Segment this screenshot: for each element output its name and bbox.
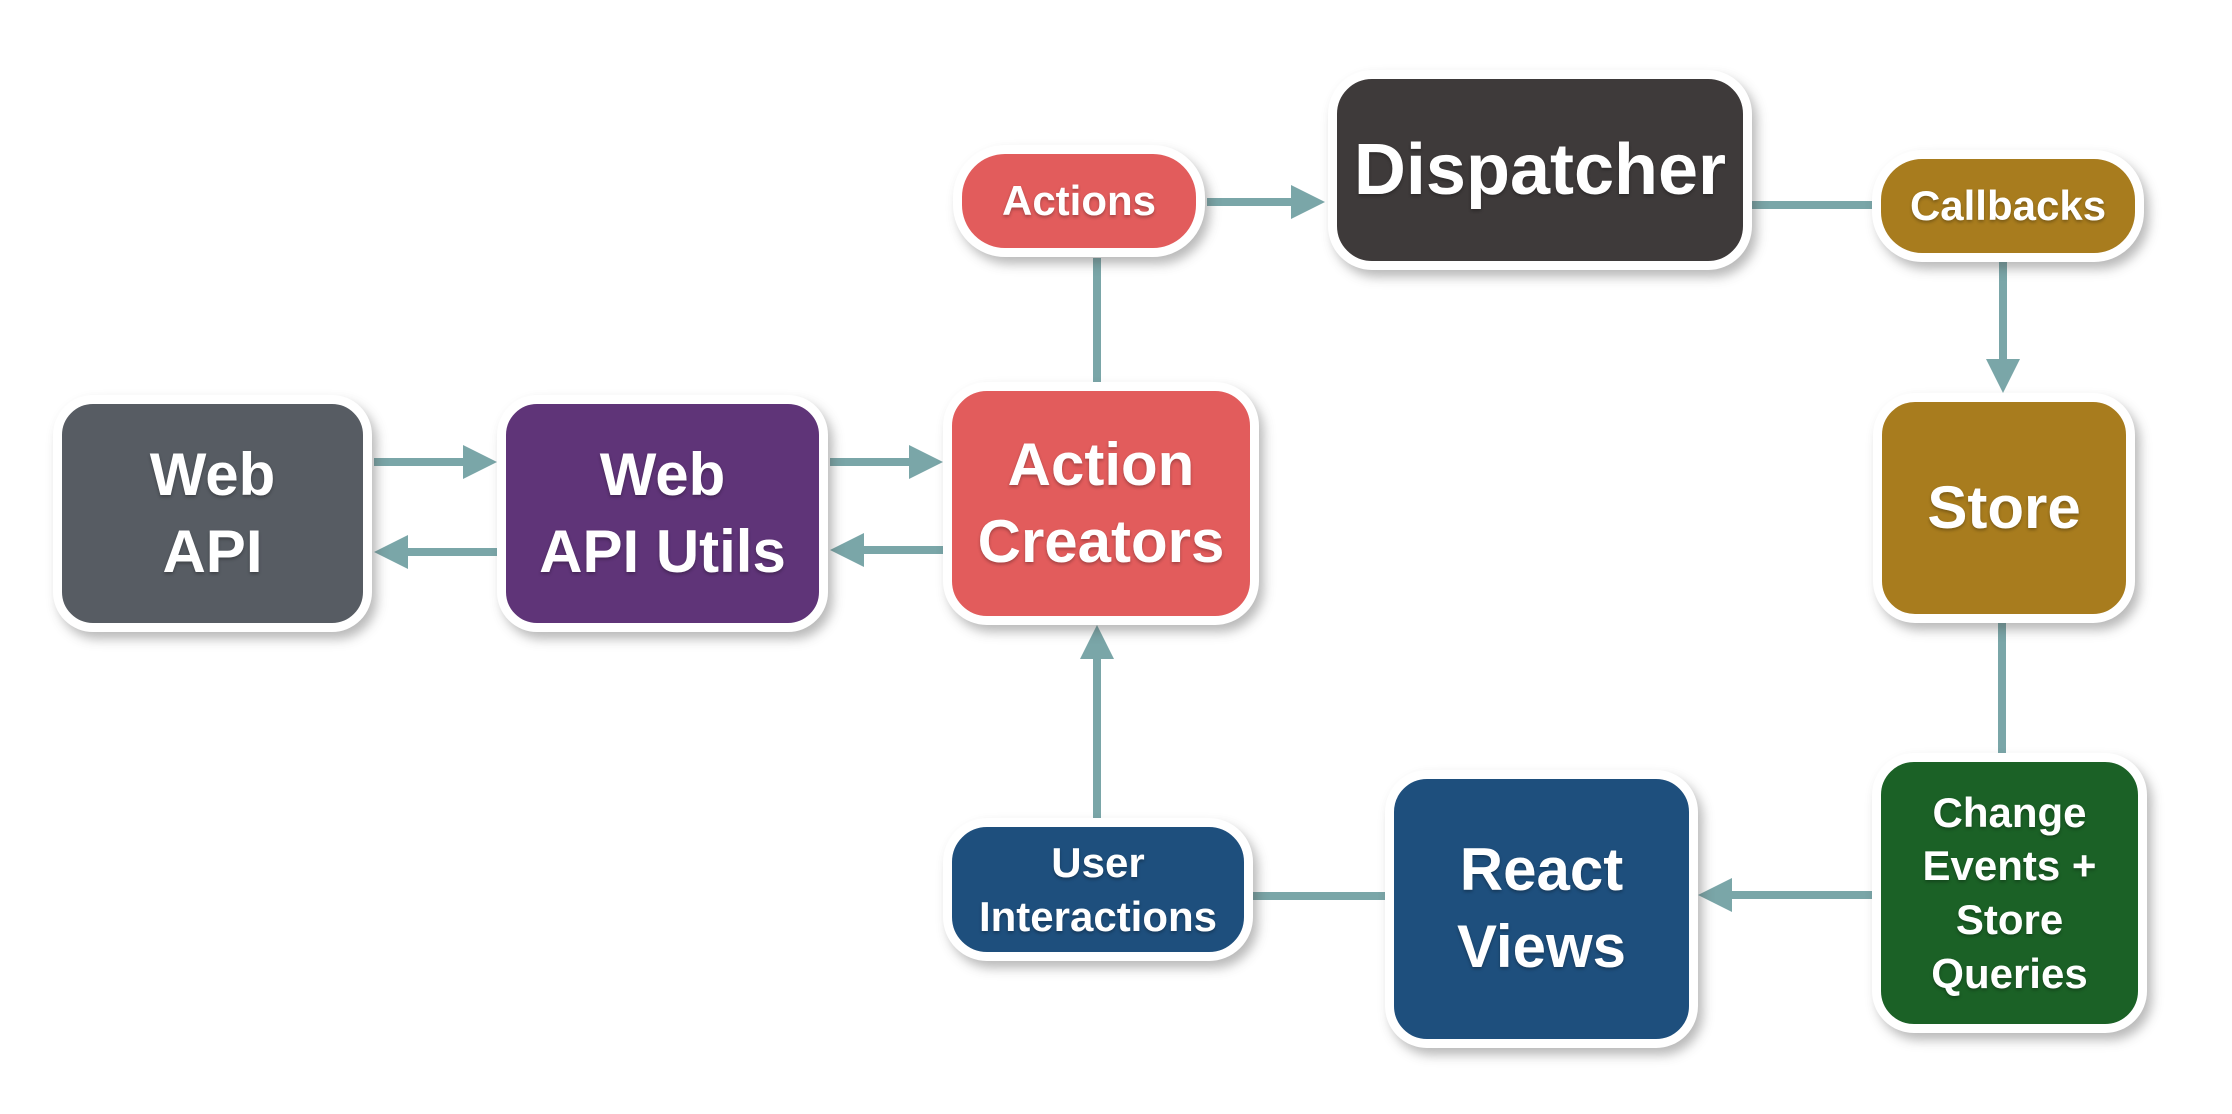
edge-callbacks-to-store — [1999, 262, 2007, 359]
label-line: Action — [1007, 430, 1195, 498]
edge-web-api-to-web-api-utils — [374, 458, 463, 466]
edge-action-creators-to-actions — [1093, 258, 1101, 382]
label-line: Change — [1932, 788, 2087, 836]
label-line: Web — [599, 440, 726, 508]
edge-web-api-utils-to-web-api — [408, 548, 497, 556]
label-line: Web — [149, 440, 276, 508]
edge-store-to-change-events — [1998, 623, 2006, 753]
label-line: React — [1459, 836, 1624, 904]
node-callbacks-label: Callbacks — [1910, 179, 2106, 233]
edge-web-api-utils-to-action-creators — [830, 458, 909, 466]
label-line: Creators — [977, 507, 1225, 575]
arrowhead-web-api-utils-to-web-api — [374, 535, 408, 569]
node-actions: Actions — [953, 145, 1205, 257]
edge-actions-to-dispatcher — [1207, 198, 1291, 206]
label-line: Queries — [1931, 949, 2088, 997]
edge-action-creators-to-web-api-utils — [864, 546, 943, 554]
label-line: Interactions — [978, 892, 1218, 940]
arrowhead-callbacks-to-store — [1986, 359, 2020, 393]
node-actions-label: Actions — [1002, 174, 1156, 228]
arrowhead-action-creators-to-web-api-utils — [830, 533, 864, 567]
arrowhead-user-interactions-to-action-creators — [1080, 625, 1114, 659]
edge-change-events-to-react-views — [1732, 891, 1878, 899]
label-line: API — [162, 517, 263, 585]
node-dispatcher-label: Dispatcher — [1354, 124, 1726, 216]
label-line: Store — [1927, 473, 2081, 541]
edge-dispatcher-to-callbacks — [1752, 201, 1872, 209]
label-line: API Utils — [539, 517, 786, 585]
arrowhead-web-api-utils-to-action-creators — [909, 445, 943, 479]
label-line: Callbacks — [1909, 182, 2107, 230]
edge-react-views-to-user-interactions — [1253, 892, 1385, 900]
arrowhead-actions-to-dispatcher — [1291, 185, 1325, 219]
node-store-label: Store — [1927, 470, 2080, 547]
label-line: Dispatcher — [1353, 129, 1727, 210]
arrowhead-web-api-to-web-api-utils — [463, 445, 497, 479]
label-line: Store — [1955, 896, 2064, 943]
label-line: User — [1051, 838, 1145, 886]
node-callbacks: Callbacks — [1872, 150, 2144, 262]
node-store: Store — [1873, 393, 2135, 623]
label-line: Views — [1456, 913, 1626, 980]
arrowhead-change-events-to-react-views — [1698, 878, 1732, 912]
label-line: Events + — [1922, 842, 2097, 890]
node-dispatcher: Dispatcher — [1328, 70, 1752, 270]
label-line: Actions — [1001, 177, 1156, 225]
edge-user-interactions-to-action-creators — [1093, 659, 1101, 818]
